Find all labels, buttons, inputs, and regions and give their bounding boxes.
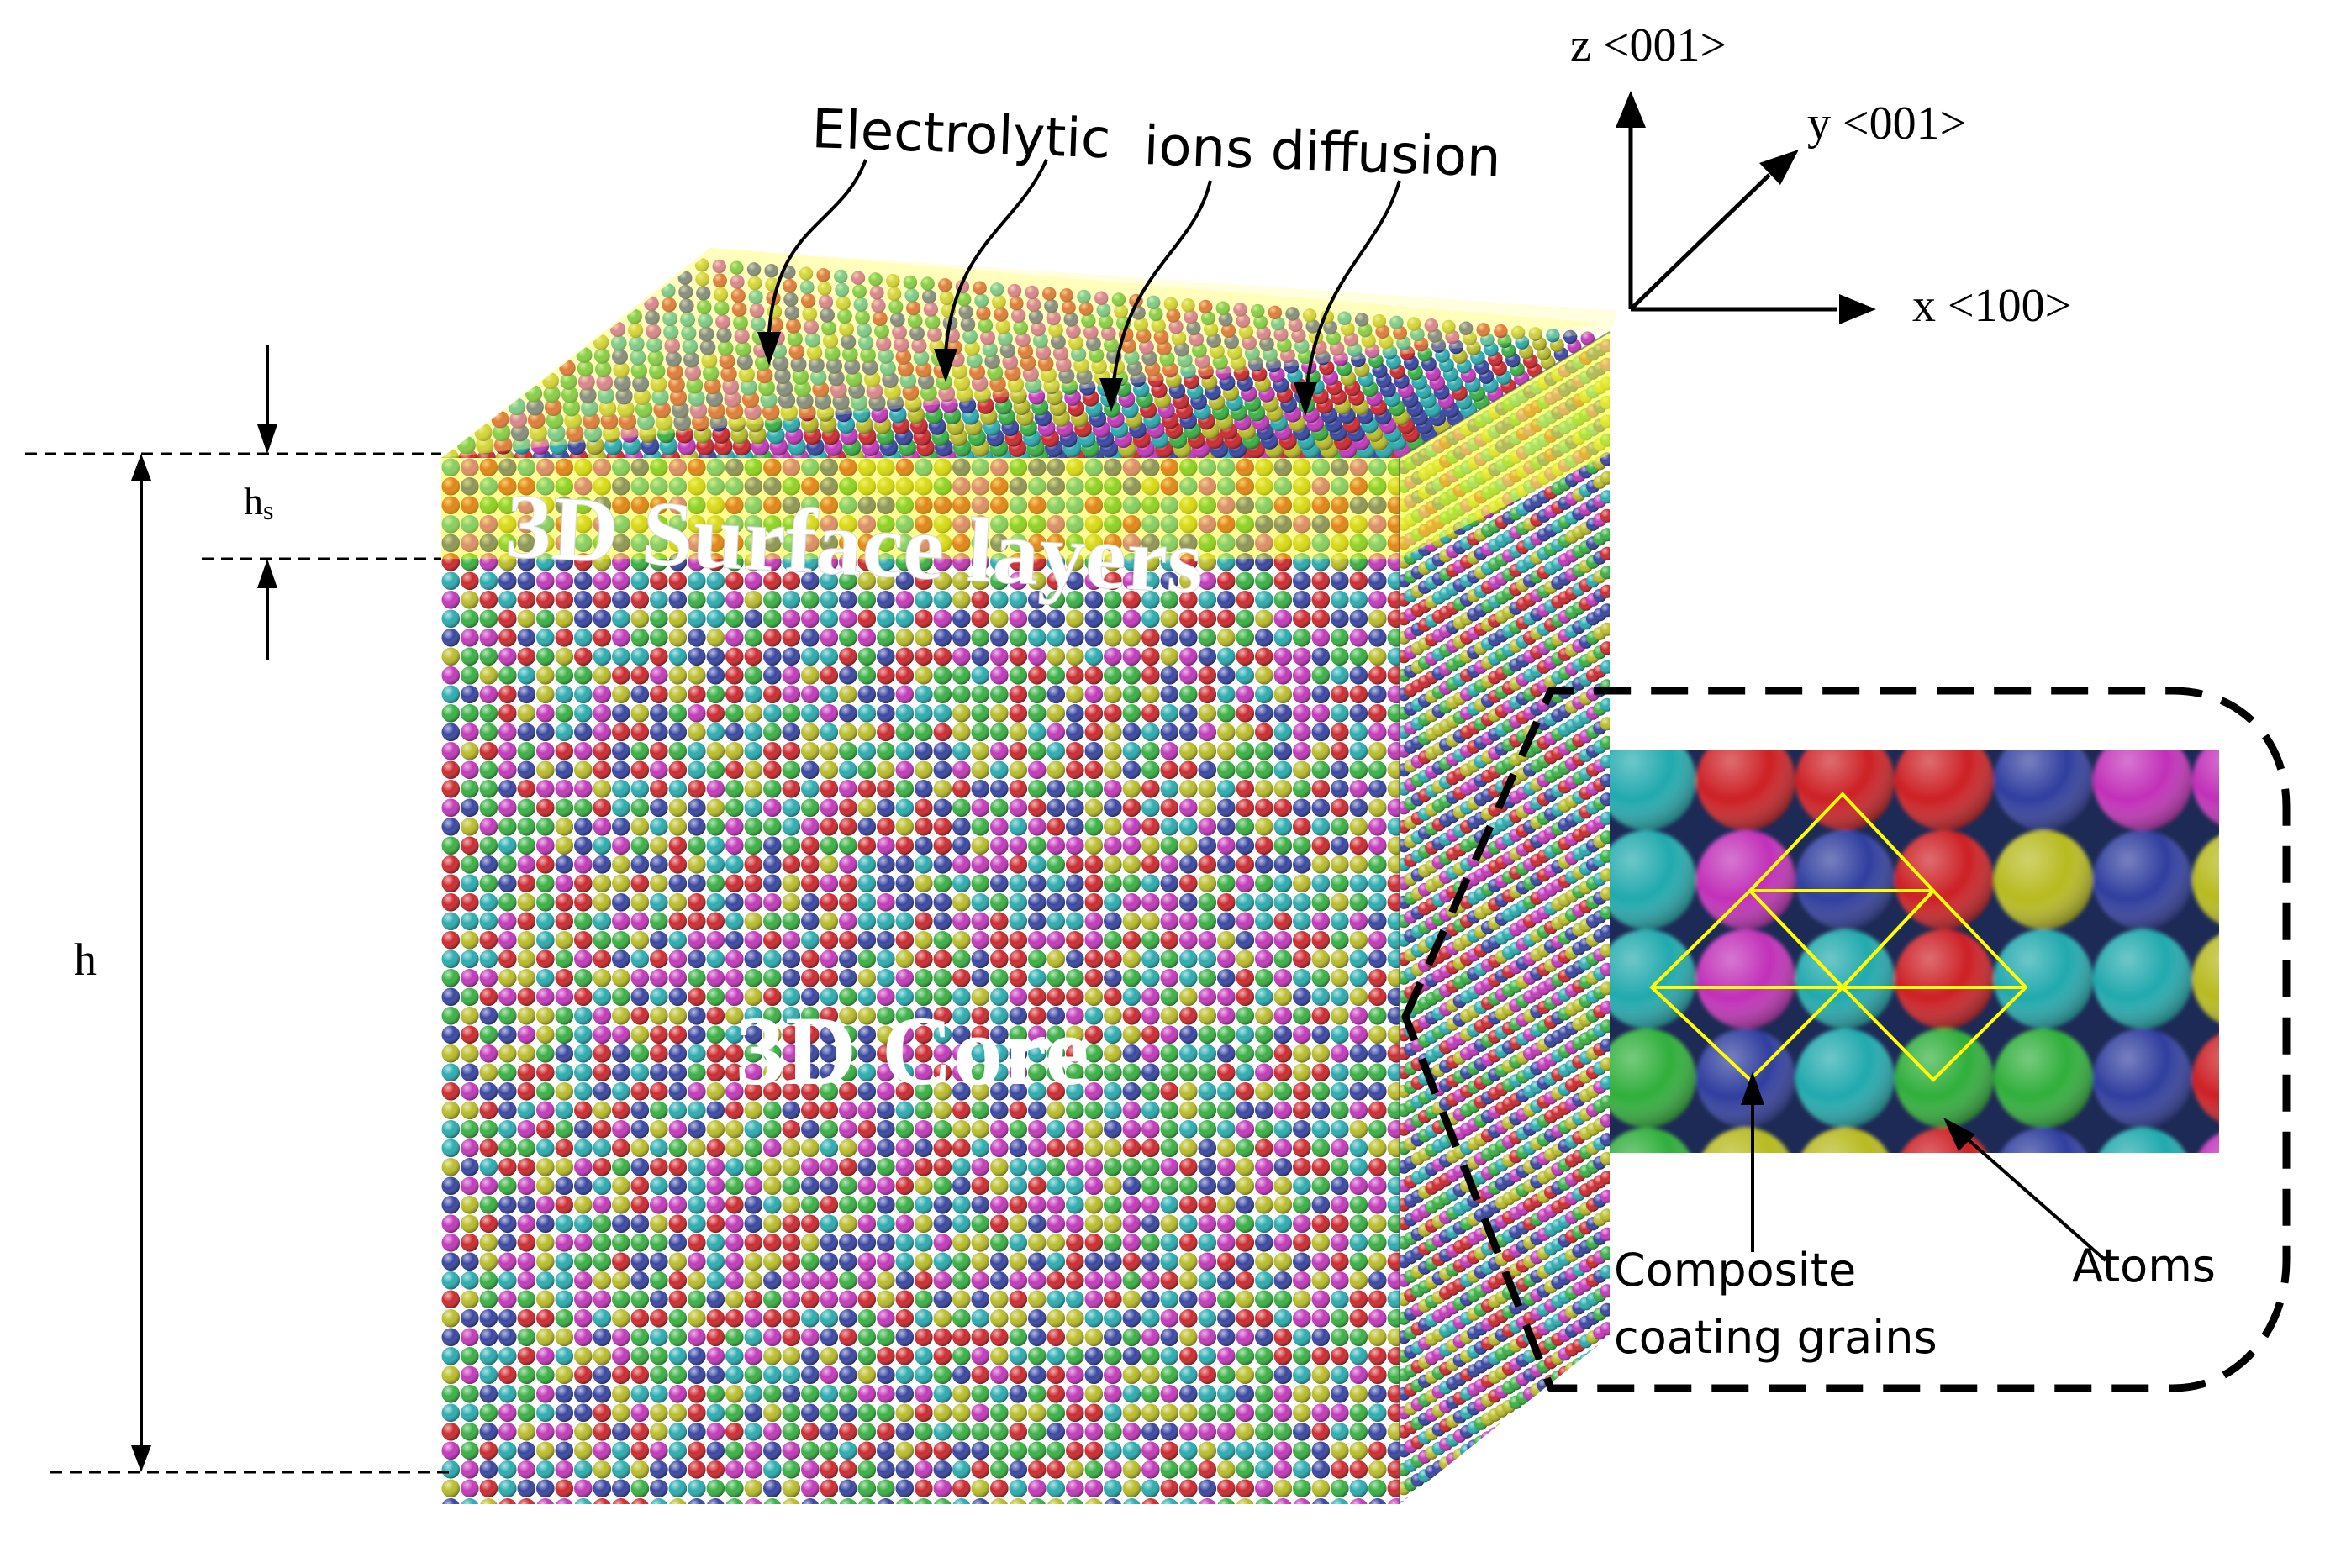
h-label: h [74, 934, 97, 985]
y-axis-label: y <001> [1807, 97, 1966, 150]
atoms-label: Atoms [2072, 1239, 2216, 1292]
coordinate-axes [1616, 91, 1876, 324]
diffusion-arrows [757, 159, 1401, 416]
composite-label-line2: coating grains [1614, 1311, 1937, 1364]
cube-edges [1399, 331, 1611, 1504]
core-side-face [1400, 339, 1610, 1504]
x-axis-label: x <100> [1912, 280, 2071, 332]
composite-label-line1: Composite [1614, 1244, 1856, 1297]
electrolytic-label: Electrolytic [810, 98, 1111, 171]
ions-diffusion-label: ions diffusion [1142, 115, 1501, 190]
surface-layer-highlight [441, 248, 1618, 559]
core-front-face [441, 458, 1400, 1504]
zoom-callout-border [1401, 687, 2291, 1392]
hs-label: hs [244, 480, 273, 525]
zoom-inset [1610, 750, 2219, 1153]
z-axis-label: z <001> [1570, 19, 1727, 71]
surface-top-face [441, 258, 1595, 458]
zoom-arrows [1741, 1071, 2107, 1262]
core-label: 3D Core [735, 996, 1089, 1106]
height-dimension [25, 345, 454, 1474]
